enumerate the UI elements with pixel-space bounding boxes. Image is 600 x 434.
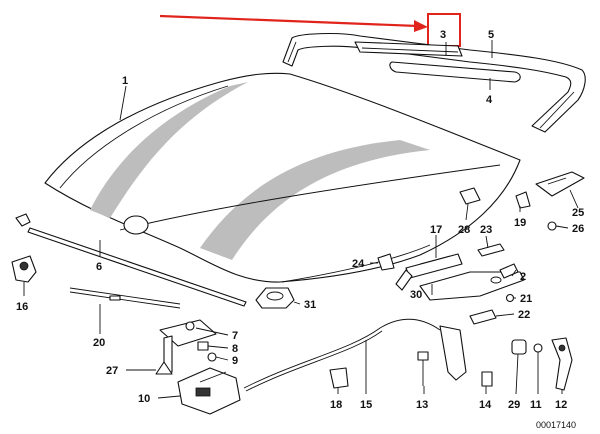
label-15: 15 <box>360 399 372 411</box>
label-7: 7 <box>232 330 238 342</box>
label-13: 13 <box>416 399 428 411</box>
label-8: 8 <box>232 343 238 355</box>
bracket-screw <box>547 221 557 231</box>
strut-clip <box>377 253 395 271</box>
label-29: 29 <box>508 399 520 411</box>
lock-bracket <box>159 319 217 373</box>
label-25: 25 <box>572 207 584 219</box>
rubber-stopper <box>155 361 173 375</box>
label-6: 6 <box>96 261 102 273</box>
label-12: 12 <box>555 399 567 411</box>
hood-buffer <box>255 287 295 309</box>
part-labels: 1 3 5 4 6 16 20 31 28 23 17 24 30 2 21 2… <box>16 29 584 411</box>
label-27: 27 <box>106 365 118 377</box>
seal-strip <box>354 41 463 57</box>
label-16: 16 <box>16 301 28 313</box>
trim-strip <box>389 61 521 83</box>
hinge-arm <box>419 271 525 301</box>
label-14: 14 <box>479 399 492 411</box>
label-24: 24 <box>352 258 365 270</box>
hood-panel <box>44 72 521 283</box>
release-mechanism <box>439 325 467 381</box>
bracket-bolt-8 <box>197 341 209 351</box>
catch-plate <box>469 309 497 325</box>
release-cable <box>69 287 181 309</box>
label-1: 1 <box>122 75 128 87</box>
bracket-clip <box>515 191 531 209</box>
bowden-cable <box>243 318 441 392</box>
leader-lines <box>23 40 579 399</box>
label-30: 30 <box>410 289 422 301</box>
hood-clip <box>11 255 37 283</box>
label-28: 28 <box>458 224 470 236</box>
label-2: 2 <box>520 271 526 283</box>
hinge-pad <box>477 243 505 257</box>
highlight-arrow-line <box>159 14 419 28</box>
label-4: 4 <box>486 94 493 106</box>
hinge-lever <box>499 263 519 279</box>
highlight-arrow-head <box>414 20 428 32</box>
label-5: 5 <box>488 29 494 41</box>
label-21: 21 <box>520 293 532 305</box>
label-20: 20 <box>93 337 105 349</box>
label-17: 17 <box>430 224 442 236</box>
release-handle <box>551 337 573 391</box>
label-31: 31 <box>304 299 316 311</box>
label-10: 10 <box>138 393 150 405</box>
catalog-number: 00017140 <box>536 420 576 430</box>
label-19: 19 <box>514 217 526 229</box>
label-22: 22 <box>518 309 530 321</box>
hood-lock <box>177 367 241 415</box>
cable-clamp <box>329 367 349 389</box>
label-9: 9 <box>232 355 238 367</box>
mount-bracket <box>535 171 585 197</box>
support-rod <box>15 213 247 307</box>
gas-strut <box>395 253 463 291</box>
bracket-nut-9 <box>207 352 217 362</box>
bolt <box>417 351 429 386</box>
catch-screw <box>505 293 515 303</box>
label-18: 18 <box>330 399 342 411</box>
label-26: 26 <box>572 223 584 235</box>
bracket-bolt-7 <box>185 321 195 331</box>
label-23: 23 <box>480 224 492 236</box>
label-3: 3 <box>440 29 446 41</box>
hinge-block <box>459 187 481 205</box>
label-11: 11 <box>530 399 542 411</box>
bushing <box>511 339 527 355</box>
pin <box>533 343 543 386</box>
spacer-sleeve <box>481 371 493 387</box>
